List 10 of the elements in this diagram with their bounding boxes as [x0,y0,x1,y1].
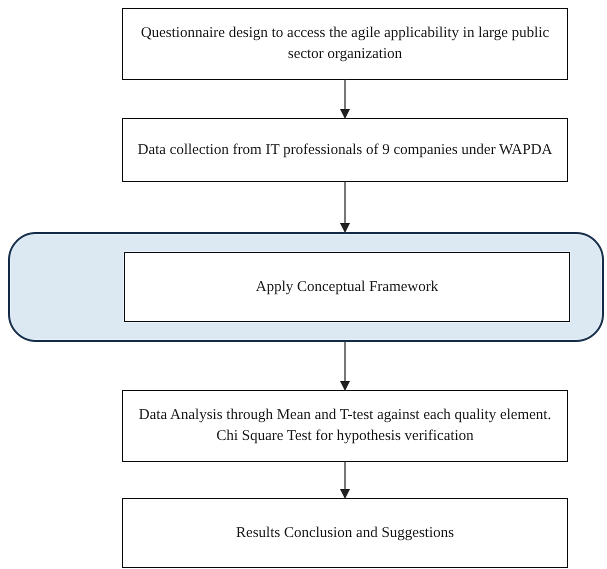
process-box: Apply Conceptual Framework [124,252,570,322]
arrow [340,462,350,499]
process-box: Data collection from IT professionals of 9 companies under WAPDA [122,118,568,182]
arrow [340,342,350,391]
arrow [340,182,350,233]
rounded-band [8,232,604,342]
process-box: Data Analysis through Mean and T-test against each quality element. Chi Square Test for hypothesis verification [122,390,568,462]
process-box: Questionnaire design to access the agile applicability in large public sector organization [122,8,568,80]
arrow [340,80,350,119]
process-box: Results Conclusion and Suggestions [122,498,568,568]
